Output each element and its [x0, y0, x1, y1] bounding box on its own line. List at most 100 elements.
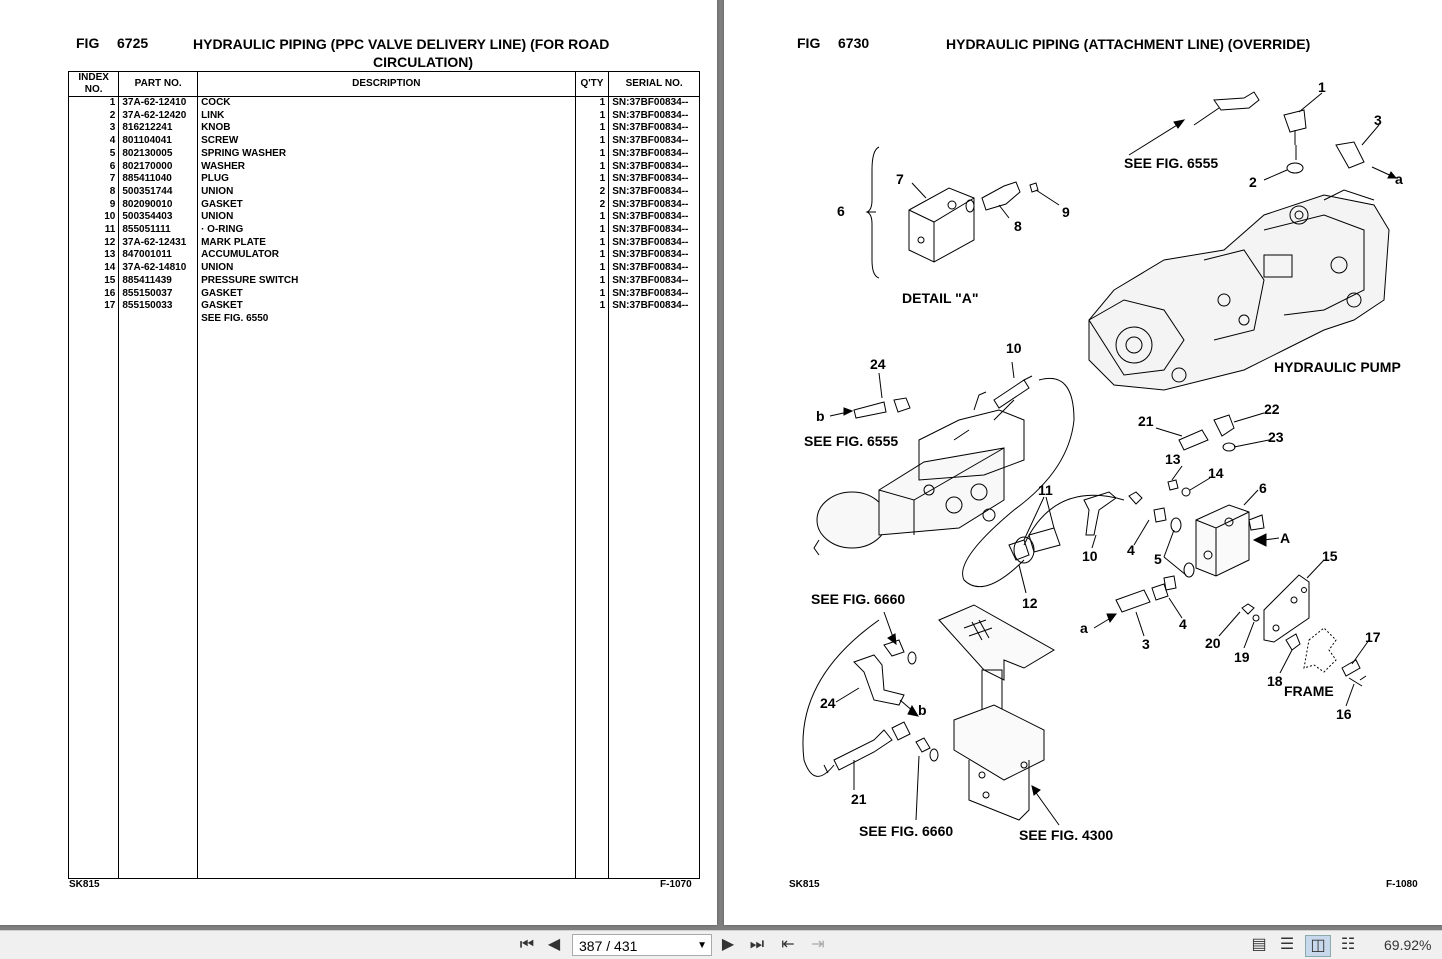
- row-index: 11: [67, 224, 120, 237]
- hydraulic-pump-drawing: [1088, 189, 1390, 391]
- callout-18: 18: [1267, 673, 1283, 689]
- continuous-page-icon[interactable]: ☰: [1279, 936, 1295, 953]
- row-index: 15: [67, 274, 120, 288]
- callout-3-lower: 3: [1142, 636, 1150, 652]
- row-index: 6: [67, 160, 120, 174]
- previous-page-icon[interactable]: ◀: [547, 936, 561, 953]
- row-index: 9: [67, 198, 120, 212]
- row-part-no: 801104041: [118, 135, 199, 148]
- callout-21-top: 21: [1138, 413, 1154, 429]
- row-qty: 1: [574, 96, 610, 110]
- row-serial: SN:37BF00834--: [608, 173, 700, 186]
- row-serial: SN:37BF00834--: [608, 262, 700, 275]
- next-page-icon[interactable]: ▶: [721, 936, 735, 953]
- row-serial: SN:37BF00834--: [608, 147, 700, 161]
- row-serial: SN:37BF00834--: [608, 300, 700, 313]
- row-qty: 1: [574, 287, 610, 301]
- callout-7: 7: [896, 171, 904, 187]
- first-page-icon[interactable]: ⏮: [519, 936, 535, 953]
- callout-12: 12: [1022, 595, 1038, 611]
- header-index: INDEX NO.: [67, 71, 120, 97]
- row-serial: SN:37BF00834--: [608, 224, 700, 237]
- viewer-toolbar: ⏮ ◀ ▶ ⏭ ⇤ ⇥ ▤ ☰ ◫ ☷: [0, 930, 1442, 959]
- row-description: SCREW: [197, 135, 576, 148]
- label-see-fig-6555-left: SEE FIG. 6555: [804, 433, 898, 449]
- zoom-level[interactable]: 69.92%: [1384, 937, 1432, 953]
- label-frame: FRAME: [1284, 683, 1334, 699]
- row-part-no: 37A-62-12431: [118, 236, 199, 250]
- row-qty: 1: [574, 300, 610, 313]
- row-serial: SN:37BF00834--: [608, 185, 700, 199]
- callout-4-upper: 4: [1127, 542, 1135, 558]
- callout-11: 11: [1038, 482, 1053, 498]
- last-page-icon[interactable]: ⏭: [749, 936, 765, 953]
- row-part-no: 802170000: [118, 160, 199, 174]
- page-number-input[interactable]: 387 / 431 ▼: [572, 934, 712, 956]
- callout-24-lower: 24: [820, 695, 836, 711]
- row-index: 8: [67, 185, 120, 199]
- row-serial: SN:37BF00834--: [608, 287, 700, 301]
- row-qty: 1: [574, 262, 610, 275]
- row-part-no: 885411040: [118, 173, 199, 186]
- row-description: GASKET: [197, 300, 576, 313]
- row-serial: SN:37BF00834--: [608, 160, 700, 174]
- callout-3: 3: [1374, 112, 1382, 128]
- row-qty: 1: [574, 122, 610, 136]
- single-page-icon[interactable]: ▤: [1251, 936, 1267, 953]
- row-qty: 1: [574, 109, 610, 123]
- right-fig-label: FIG: [797, 35, 821, 51]
- row-serial: [608, 312, 700, 326]
- label-ref-a1: a: [1395, 171, 1403, 187]
- row-index: 16: [67, 287, 120, 301]
- callout-9: 9: [1062, 204, 1070, 220]
- next-view-icon[interactable]: ⇥: [811, 936, 825, 953]
- filler-cell: [608, 325, 700, 879]
- row-part-no: 847001011: [118, 249, 199, 263]
- previous-view-icon[interactable]: ⇤: [781, 936, 795, 953]
- right-page: [724, 0, 1442, 925]
- callout-1: 1: [1318, 79, 1326, 95]
- callout-6: 6: [1259, 480, 1267, 496]
- filler-cell: [197, 325, 576, 879]
- two-page-icon[interactable]: ◫: [1305, 935, 1331, 957]
- label-detail-a: DETAIL "A": [902, 290, 979, 306]
- row-index: 3: [67, 122, 120, 136]
- callout-17: 17: [1365, 629, 1381, 645]
- row-qty: 1: [574, 249, 610, 263]
- callout-21-lower: 21: [851, 791, 867, 807]
- label-see-fig-6660-b: SEE FIG. 6660: [859, 823, 953, 839]
- parts-table: INDEX NO. PART NO. DESCRIPTION Q'TY SERI…: [67, 71, 700, 879]
- row-part-no: 37A-62-12410: [118, 96, 199, 110]
- callout-20: 20: [1205, 635, 1221, 651]
- row-index: 5: [67, 147, 120, 161]
- callout-15: 15: [1322, 548, 1338, 564]
- row-index: 7: [67, 173, 120, 186]
- filler-cell: [118, 325, 199, 879]
- row-index: 4: [67, 135, 120, 148]
- callout-19: 19: [1234, 649, 1250, 665]
- row-qty: 1: [574, 173, 610, 186]
- chevron-down-icon[interactable]: ▼: [697, 940, 707, 951]
- row-serial: SN:37BF00834--: [608, 249, 700, 263]
- label-ref-a2: a: [1080, 620, 1088, 636]
- header-qty: Q'TY: [574, 71, 610, 97]
- right-fig-number: 6730: [838, 35, 870, 51]
- row-description: GASKET: [197, 198, 576, 212]
- row-description: PRESSURE SWITCH: [197, 274, 576, 288]
- callout-22: 22: [1264, 401, 1280, 417]
- two-page-continuous-icon[interactable]: ☷: [1340, 936, 1356, 953]
- left-fig-number: 6725: [117, 35, 149, 51]
- row-description: WASHER: [197, 160, 576, 174]
- left-footer-model: SK815: [69, 879, 100, 890]
- row-description: KNOB: [197, 122, 576, 136]
- row-serial: SN:37BF00834--: [608, 135, 700, 148]
- row-part-no: 885411439: [118, 274, 199, 288]
- filler-cell: [67, 325, 120, 879]
- row-part-no: 855051111: [118, 224, 199, 237]
